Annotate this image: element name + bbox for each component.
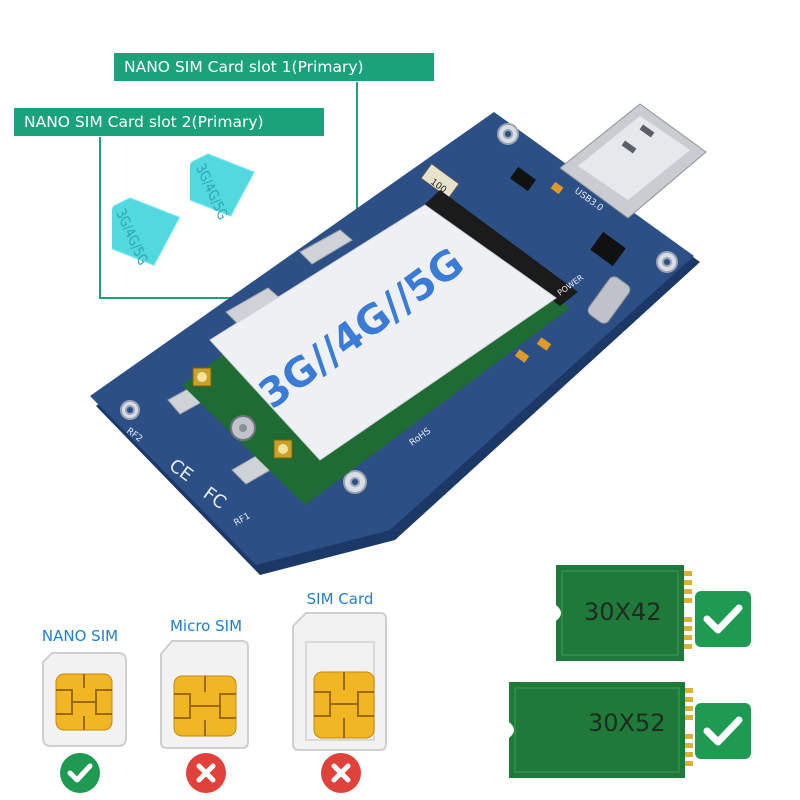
mounting-holes xyxy=(120,123,678,494)
floating-sim-card-1: 3G/4G/5G xyxy=(190,153,255,224)
module-size-label-30x42: 30X42 xyxy=(584,598,662,626)
standard-sim-card xyxy=(292,612,387,751)
x-circle-icon xyxy=(186,753,226,793)
sim-type-label-standard: SIM Card xyxy=(306,590,374,608)
module-card-30x52 xyxy=(509,682,693,778)
nano-sim-card xyxy=(42,652,127,747)
x-circle-icon xyxy=(321,753,361,793)
sim-type-label-micro: Micro SIM xyxy=(169,617,243,635)
module-shield xyxy=(209,204,557,461)
micro-sim-card xyxy=(160,640,249,749)
sim-type-label-nano: NANO SIM xyxy=(41,627,119,645)
callout-slot2: NANO SIM Card slot 2(Primary) xyxy=(14,108,324,136)
callout-slot1: NANO SIM Card slot 1(Primary) xyxy=(114,53,434,81)
check-circle-icon xyxy=(60,753,100,793)
board-components xyxy=(420,163,631,363)
floating-sim-card-2: 3G/4G/5G xyxy=(112,197,181,269)
check-box-icon xyxy=(695,703,751,759)
antenna-connectors xyxy=(192,367,293,459)
module-size-label-30x52: 30X52 xyxy=(588,709,666,737)
module-card-30x42 xyxy=(556,565,692,661)
check-box-icon xyxy=(695,591,751,647)
usb-connector xyxy=(559,103,707,219)
